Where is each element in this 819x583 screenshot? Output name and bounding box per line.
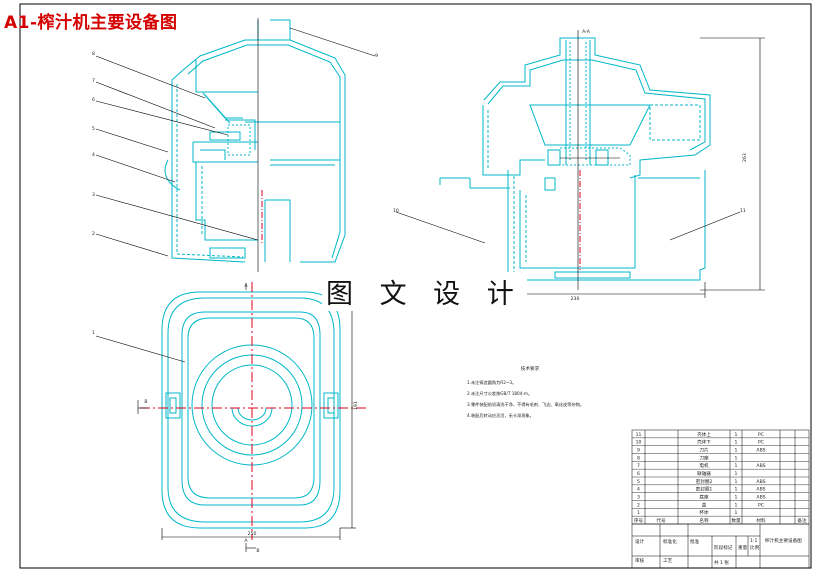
bom-cell-material: PC (758, 502, 764, 508)
bom-cell-qty: 1 (735, 432, 738, 438)
plan-width-label: 250 (248, 531, 257, 537)
callout-2: 2 (92, 231, 95, 237)
view-mark-b-left: B (144, 399, 147, 405)
callout-9: 9 (375, 53, 378, 59)
bom-cell-no: 3 (637, 495, 640, 501)
bom-cell-name: 壳体上 (697, 431, 711, 438)
plan-dimension-lines (95, 283, 356, 552)
view-mark-a-top: A (244, 283, 248, 289)
tb-scale: 比例 (750, 544, 760, 551)
bom-cell-qty: 1 (735, 440, 738, 446)
bom-cell-qty: 1 (735, 463, 738, 469)
tb-scale-value: 1:1 (750, 538, 757, 544)
bom-cell-name: 密封圈2 (696, 478, 713, 485)
bom-cell-name: 底座 (699, 494, 709, 501)
tb-stage: 阶段标记 (714, 544, 733, 551)
drawing-border (19, 3, 812, 569)
note-3: 3.零件装配前须清洗干净，不得有毛刺、飞边、氧化皮等杂物。 (467, 401, 584, 408)
note-2: 2.未注尺寸公差按GB/T 1804-m。 (467, 390, 532, 397)
bom-cell-no: 8 (637, 455, 640, 461)
callout-labels: 8 7 6 5 4 3 2 1 9 10 11 (92, 51, 746, 336)
bom-cell-name: 杯体 (699, 509, 709, 516)
technical-notes: 技术要求 1.未注铸造圆角为R2~3。 2.未注尺寸公差按GB/T 1804-m… (467, 365, 584, 419)
callout-10: 10 (393, 208, 399, 214)
callout-3: 3 (92, 192, 95, 198)
width-dimension-label: 230 (571, 296, 580, 302)
callout-5: 5 (92, 126, 95, 132)
bom-cell-material: ABS (756, 463, 765, 469)
plan-height-label: 191 (353, 401, 359, 410)
bom-cell-qty: 1 (735, 448, 738, 454)
callout-4: 4 (92, 152, 95, 158)
right-section-view (439, 37, 711, 281)
tb-sheet: 共 1 张 (714, 559, 729, 566)
bom-cell-no: 7 (637, 463, 640, 469)
bom-cell-material: PC (758, 440, 764, 446)
bom-cell-material: ABS (756, 487, 765, 493)
notes-title: 技术要求 (521, 365, 540, 372)
bom-cell-qty: 1 (735, 455, 738, 461)
tb-check: 审核 (635, 557, 645, 564)
bom-cell-qty: 1 (735, 495, 738, 501)
bom-cell-no: 1 (637, 510, 640, 516)
note-4: 4.装配后转动应灵活，无卡滞现象。 (467, 412, 534, 419)
bom-cell-no: 11 (636, 432, 642, 438)
bom-header-qty: 数量 (731, 517, 741, 524)
bom-cell-name: 刀片 (699, 447, 709, 454)
callout-11: 11 (740, 208, 746, 214)
tb-weight: 重量 (738, 544, 748, 551)
drawing-title: A1-榨汁机主要设备图 (4, 13, 178, 33)
bom-cell-qty: 1 (735, 510, 738, 516)
bom-cell-material: ABS (756, 479, 765, 485)
bom-cell-qty: 1 (735, 487, 738, 493)
bom-cell-name: 刀座 (699, 454, 709, 461)
bom-header-note: 备注 (797, 517, 807, 524)
bom-cell-no: 5 (637, 479, 640, 485)
bom-cell-no: 4 (637, 487, 640, 493)
bom-cell-name: 盖 (702, 501, 707, 508)
plan-view (161, 291, 341, 529)
callout-8: 8 (92, 51, 95, 57)
bom-cell-name: 密封圈1 (696, 486, 713, 493)
callout-1: 1 (92, 330, 95, 336)
tb-standard: 标准化 (663, 538, 677, 545)
right-callout-leaders (395, 37, 765, 298)
bom-cell-no: 2 (637, 502, 640, 508)
view-mark-b-bottom: B (256, 548, 259, 554)
left-elevation-view (164, 19, 346, 263)
bom-cell-material: PC (758, 432, 764, 438)
bom-cell-qty: 1 (735, 479, 738, 485)
bom-cell-material: ABS (756, 495, 765, 501)
tb-drawing-name: 榨汁机主要设备图 (765, 537, 802, 544)
bom-cell-name: 联轴器 (697, 470, 711, 477)
note-1: 1.未注铸造圆角为R2~3。 (467, 379, 516, 386)
bom-cell-name: 电机 (699, 462, 709, 469)
height-dimension-label: 263 (742, 153, 748, 162)
section-label: A-A (582, 29, 591, 35)
bom-cell-no: 6 (637, 471, 640, 477)
callout-6: 6 (92, 97, 95, 103)
left-callout-leaders (95, 27, 376, 257)
bom-header-no: 序号 (634, 517, 644, 524)
watermark-text: 图 文 设 计 (322, 272, 527, 311)
tb-design: 设计 (635, 538, 645, 545)
bom-cell-qty: 1 (735, 471, 738, 477)
bom-header-code: 代号 (656, 517, 666, 524)
tb-process: 工艺 (663, 558, 673, 564)
bom-cell-name: 壳体下 (697, 439, 711, 446)
bom-cell-no: 9 (637, 448, 640, 454)
title-block-labels: 设计 审核 工艺 标准化 批准 阶段标记 重量 比例 1:1 共 1 张 榨汁机… (635, 537, 802, 566)
bom-cell-qty: 1 (735, 502, 738, 508)
bom-cell-material: ABS (756, 448, 765, 454)
title-block (631, 523, 810, 569)
bom-header-name: 名称 (699, 517, 709, 524)
view-mark-a-bottom: A (244, 538, 248, 544)
callout-7: 7 (92, 78, 95, 84)
tb-approve: 批准 (690, 538, 700, 545)
bom-header-material: 材料 (756, 517, 766, 524)
bom-cell-no: 10 (636, 440, 642, 446)
